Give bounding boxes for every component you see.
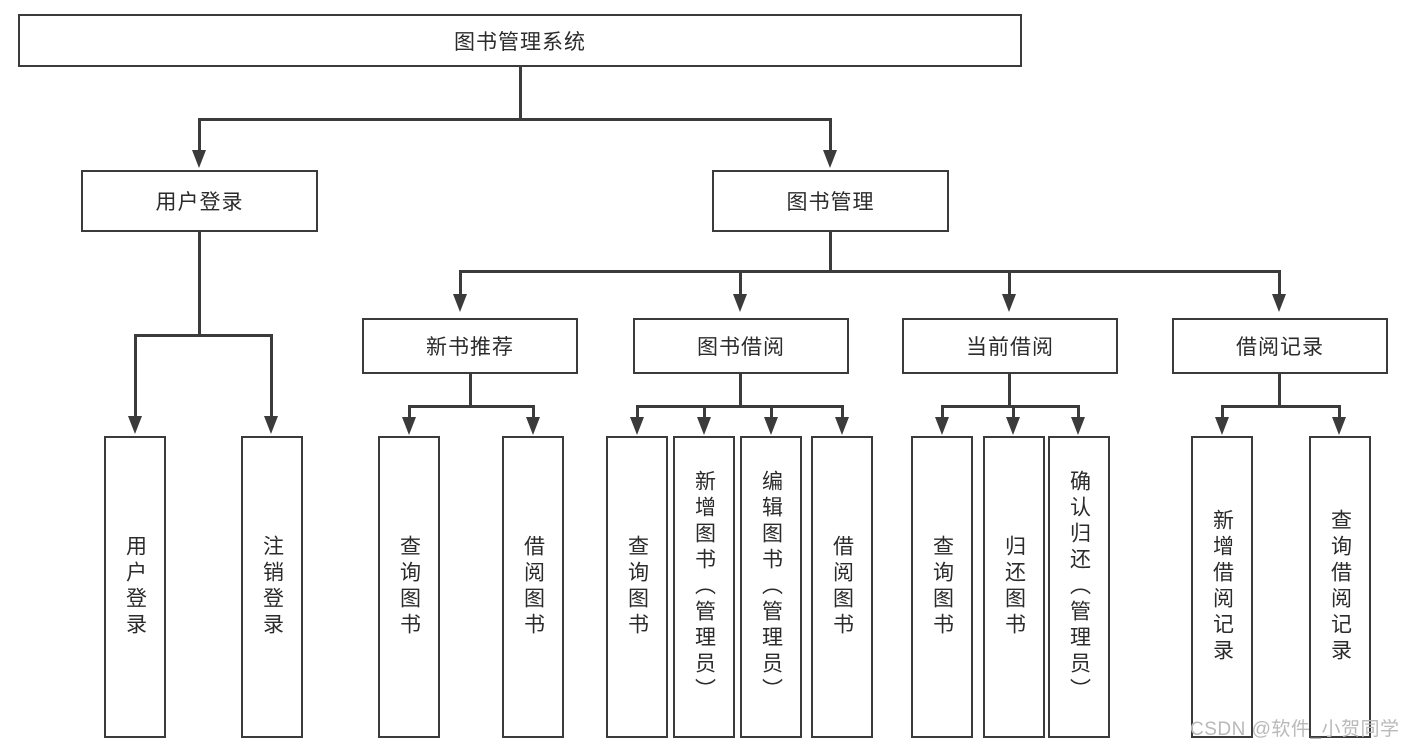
node-borrow-record[interactable]: 借阅记录 — [1172, 318, 1388, 374]
node-label: 新增借阅记录 — [1210, 509, 1234, 665]
edge-br-to-leaf-2 — [1338, 405, 1341, 419]
leaf-confirm-return[interactable]: 确认归还（管理员） — [1048, 436, 1110, 738]
edge-bb-to-leaf-1 — [636, 405, 639, 419]
node-label: 图书管理 — [786, 191, 875, 214]
edge-book-manage-to-new-book-recommend — [459, 270, 462, 296]
edge-user-login-to-leaf-1 — [134, 334, 137, 418]
node-label: 归还图书 — [1002, 535, 1026, 639]
arrowhead-root-to-book-manage — [823, 150, 837, 168]
node-current-borrow[interactable]: 当前借阅 — [902, 318, 1118, 374]
edge-book-manage-to-book-borrow — [739, 270, 742, 296]
arrowhead-to-borrow-record — [1272, 294, 1286, 312]
leaf-edit-book[interactable]: 编辑图书（管理员） — [740, 436, 802, 738]
node-label: 查询图书 — [625, 535, 649, 639]
arrowhead-bb-to-leaf-4 — [835, 417, 849, 435]
edge-bb-to-leaf-3 — [770, 405, 773, 419]
edge-book-borrow-stem — [739, 374, 742, 407]
node-label: 当前借阅 — [966, 336, 1054, 359]
edge-new-book-recommend-stem — [469, 374, 472, 407]
edge-book-manage-distributor — [459, 270, 1281, 273]
arrowhead-cb-to-leaf-2 — [1006, 417, 1020, 435]
leaf-query-record[interactable]: 查询借阅记录 — [1309, 436, 1371, 738]
edge-book-borrow-distributor — [636, 405, 844, 408]
node-label: 查询图书 — [930, 535, 954, 639]
leaf-user-login[interactable]: 用户登录 — [104, 436, 166, 738]
leaf-borrow-book-2[interactable]: 借阅图书 — [811, 436, 873, 738]
leaf-add-book[interactable]: 新增图书（管理员） — [673, 436, 735, 738]
node-label: 确认归还（管理员） — [1067, 470, 1091, 704]
watermark-text: CSDN @软件_小贺同学 — [1190, 719, 1400, 740]
edge-book-manage-to-current-borrow — [1008, 270, 1011, 296]
node-label: 用户登录 — [123, 535, 147, 639]
leaf-user-logout[interactable]: 注销登录 — [241, 436, 303, 738]
node-label: 查询图书 — [397, 535, 421, 639]
edge-bb-to-leaf-2 — [703, 405, 706, 419]
arrowhead-br-to-leaf-1 — [1215, 417, 1229, 435]
edge-new-book-recommend-distributor — [408, 405, 535, 408]
leaf-return-book[interactable]: 归还图书 — [983, 436, 1045, 738]
edge-book-manage-to-borrow-record — [1278, 270, 1281, 296]
edge-current-borrow-stem — [1008, 374, 1011, 407]
arrowhead-root-to-user-login — [192, 150, 206, 168]
node-book-manage[interactable]: 图书管理 — [712, 170, 949, 232]
node-book-borrow[interactable]: 图书借阅 — [633, 318, 849, 374]
node-label: 借阅图书 — [830, 535, 854, 639]
leaf-query-book-3[interactable]: 查询图书 — [911, 436, 973, 738]
arrowhead-to-new-book-recommend — [453, 294, 467, 312]
edge-cb-to-leaf-1 — [941, 405, 944, 419]
node-label: 借阅记录 — [1236, 336, 1324, 359]
edge-user-login-to-leaf-2 — [270, 334, 273, 418]
node-user-login[interactable]: 用户登录 — [81, 170, 318, 232]
node-label: 图书管理系统 — [454, 30, 586, 54]
leaf-query-book-2[interactable]: 查询图书 — [606, 436, 668, 738]
arrowhead-cb-to-leaf-1 — [935, 417, 949, 435]
arrowhead-bb-to-leaf-2 — [697, 417, 711, 435]
edge-root-to-user-login — [198, 118, 201, 152]
arrowhead-cb-to-leaf-3 — [1071, 417, 1085, 435]
node-label: 借阅图书 — [521, 535, 545, 639]
node-root-book-management-system[interactable]: 图书管理系统 — [18, 14, 1022, 67]
edge-bb-to-leaf-4 — [841, 405, 844, 419]
edge-cb-to-leaf-2 — [1012, 405, 1015, 419]
node-label: 新书推荐 — [426, 336, 514, 359]
edge-book-manage-stem — [829, 232, 832, 270]
arrowhead-nbr-to-leaf-2 — [526, 417, 540, 435]
leaf-borrow-book-1[interactable]: 借阅图书 — [502, 436, 564, 738]
node-label: 注销登录 — [260, 535, 284, 639]
node-label: 查询借阅记录 — [1328, 509, 1352, 665]
node-label: 用户登录 — [155, 191, 244, 214]
arrowhead-user-login-to-leaf-1 — [128, 416, 142, 434]
arrowhead-br-to-leaf-2 — [1332, 417, 1346, 435]
edge-root-distributor — [198, 118, 832, 121]
node-label: 新增图书（管理员） — [692, 470, 716, 704]
edge-cb-to-leaf-3 — [1077, 405, 1080, 419]
edge-current-borrow-distributor — [941, 405, 1080, 408]
edge-borrow-record-stem — [1278, 374, 1281, 407]
leaf-add-record[interactable]: 新增借阅记录 — [1191, 436, 1253, 738]
arrowhead-user-login-to-leaf-2 — [264, 416, 278, 434]
arrowhead-to-book-borrow — [733, 294, 747, 312]
edge-root-stem — [519, 67, 522, 118]
edge-br-to-leaf-1 — [1221, 405, 1224, 419]
node-label: 编辑图书（管理员） — [759, 470, 783, 704]
arrowhead-bb-to-leaf-1 — [630, 417, 644, 435]
arrowhead-to-current-borrow — [1002, 294, 1016, 312]
edge-user-login-stem — [198, 232, 201, 334]
arrowhead-bb-to-leaf-3 — [764, 417, 778, 435]
arrowhead-nbr-to-leaf-1 — [402, 417, 416, 435]
node-new-book-recommend[interactable]: 新书推荐 — [362, 318, 578, 374]
edge-nbr-to-leaf-2 — [532, 405, 535, 419]
edge-user-login-distributor — [134, 334, 273, 337]
edge-borrow-record-distributor — [1221, 405, 1341, 408]
edge-root-to-book-manage — [829, 118, 832, 152]
leaf-query-book-1[interactable]: 查询图书 — [378, 436, 440, 738]
node-label: 图书借阅 — [697, 336, 785, 359]
edge-nbr-to-leaf-1 — [408, 405, 411, 419]
